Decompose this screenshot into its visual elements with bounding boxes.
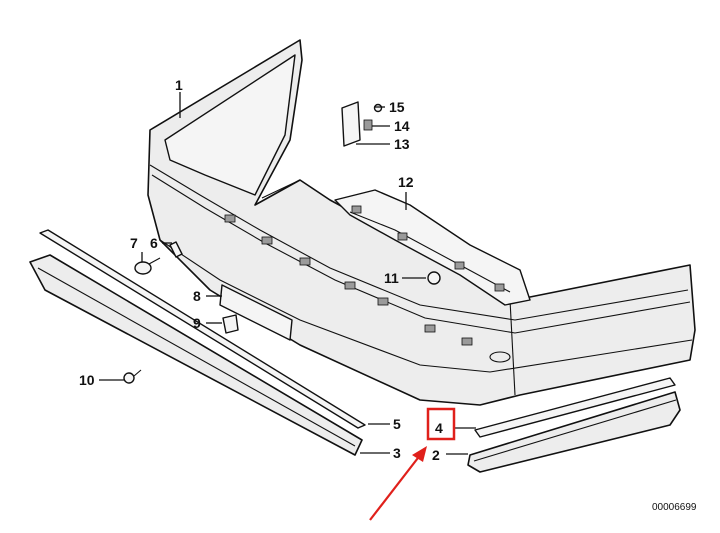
highlight-arrow	[369, 446, 427, 521]
retaining-clip	[222, 314, 239, 334]
document-number: 00006699	[652, 502, 697, 513]
nut	[427, 271, 441, 285]
callout-10: 10	[79, 372, 95, 388]
callout-2: 2	[432, 447, 440, 463]
screw	[123, 369, 142, 384]
left-moulding	[29, 229, 366, 456]
callout-1: 1	[175, 77, 183, 93]
highlight-box	[426, 407, 456, 441]
right-moulding	[467, 377, 681, 473]
callout-11: 11	[384, 270, 399, 286]
license-plate-base	[219, 284, 293, 341]
plug	[169, 241, 183, 258]
callout-3: 3	[393, 445, 401, 461]
callout-15: 15	[389, 99, 405, 115]
callout-6: 6	[150, 235, 158, 251]
tow-eye-cover	[134, 257, 161, 275]
bumper-trim-panel	[147, 39, 696, 406]
callout-14: 14	[394, 118, 410, 134]
callout-13: 13	[394, 136, 410, 152]
leader-lines	[99, 92, 476, 455]
callout-7: 7	[130, 235, 138, 251]
clip-assembly	[341, 101, 383, 147]
callout-8: 8	[193, 288, 201, 304]
callout-9: 9	[193, 315, 201, 331]
callout-12: 12	[398, 174, 414, 190]
mounting-bracket	[334, 189, 531, 306]
callout-5: 5	[393, 416, 401, 432]
callout-4: 4	[435, 420, 443, 436]
